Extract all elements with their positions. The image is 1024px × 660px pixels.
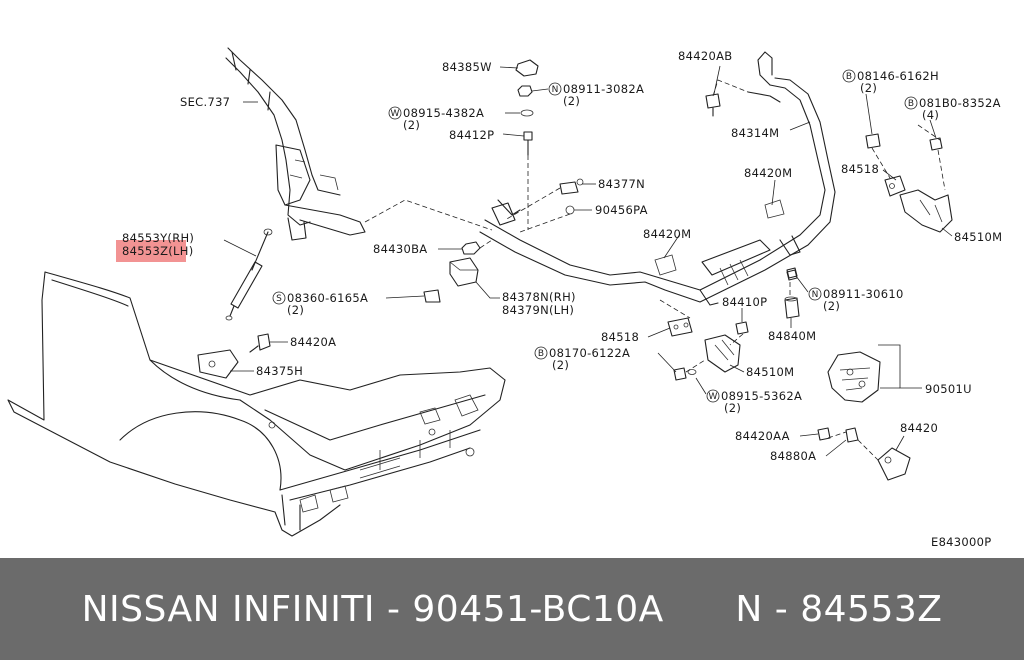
label-qty: (2)	[860, 81, 877, 95]
label-qty: (2)	[724, 401, 741, 415]
symbol-b: B	[846, 72, 852, 82]
label-84314M: 84314M	[731, 126, 779, 140]
label-84510M: 84510M	[954, 230, 1002, 244]
label-08360-6165A: 08360-6165A	[287, 291, 368, 305]
symbol-b: B	[908, 99, 914, 109]
label-qty: (2)	[552, 358, 569, 372]
part-labels: 84385W 08911-3082A (2) 08915-4382A (2) 8…	[122, 49, 1002, 549]
symbol-w: W	[709, 392, 718, 402]
label-08146-6162H: 08146-6162H	[857, 69, 939, 83]
label-84379N: 84379N(LH)	[502, 303, 574, 317]
highlight-box	[116, 240, 186, 262]
hinge-bracket-right	[884, 175, 953, 233]
hinge-bracket-center	[667, 317, 741, 373]
label-84420M: 84420M	[643, 227, 691, 241]
label-84412P: 84412P	[449, 128, 494, 142]
label-84375H: 84375H	[256, 364, 303, 378]
label-qty: (2)	[287, 303, 304, 317]
label-84420: 84420	[900, 421, 938, 435]
label-84420AB: 84420AB	[678, 49, 732, 63]
bracket-84375H	[197, 349, 239, 379]
label-84518: 84518	[601, 330, 639, 344]
part-number-caption: NISSAN INFINITI - 90451-BC10A N - 84553Z	[81, 588, 943, 630]
label-84553Z: 84553Z(LH)	[122, 244, 194, 258]
dashed-lines	[364, 79, 946, 461]
trunk-lock	[827, 351, 881, 403]
trunk-hinge-arm	[479, 51, 836, 306]
label-84518: 84518	[841, 162, 879, 176]
label-84553Y: 84553Y(RH)	[122, 231, 194, 245]
diagram-reference: E843000P	[931, 535, 992, 549]
label-081B0-8352A: 081B0-8352A	[919, 96, 1001, 110]
symbol-s: S	[276, 294, 282, 304]
label-qty: (4)	[922, 108, 939, 122]
label-84420A: 84420A	[290, 335, 336, 349]
label-84840M: 84840M	[768, 329, 816, 343]
gas-strut	[223, 228, 273, 321]
label-08915-5362A: 08915-5362A	[721, 389, 802, 403]
rear-body-panel	[7, 271, 506, 537]
symbol-w: W	[391, 109, 400, 119]
label-84410P: 84410P	[722, 295, 767, 309]
label-84510M: 84510M	[746, 365, 794, 379]
label-84378N: 84378N(RH)	[502, 290, 576, 304]
label-qty: (2)	[403, 118, 420, 132]
circled-symbols: N W S B B N B W	[272, 69, 918, 403]
label-90501U: 90501U	[925, 382, 972, 396]
label-84420AA: 84420AA	[735, 429, 790, 443]
label-84385W: 84385W	[442, 60, 492, 74]
rubber-bumper	[449, 257, 479, 287]
label-08915-4382A: 08915-4382A	[403, 106, 484, 120]
leader-lines	[230, 65, 953, 457]
striker	[845, 427, 911, 481]
symbol-b: B	[538, 349, 544, 359]
rear-pillar	[225, 47, 366, 241]
label-90456PA: 90456PA	[595, 203, 648, 217]
footer-banner: NISSAN INFINITI - 90451-BC10A N - 84553Z	[0, 558, 1024, 660]
symbol-n: N	[552, 85, 559, 95]
label-84377N: 84377N	[598, 177, 645, 191]
label-84420M: 84420M	[744, 166, 792, 180]
label-08170-6122A: 08170-6122A	[549, 346, 630, 360]
fasteners	[249, 59, 943, 441]
label-qty: (2)	[563, 94, 580, 108]
parts-diagram: N W S B B N B W 84385W 08911-3082A (2) 0…	[7, 47, 1003, 549]
label-84880A: 84880A	[770, 449, 816, 463]
label-08911-3082A: 08911-3082A	[563, 82, 644, 96]
label-sec737: SEC.737	[180, 95, 230, 109]
label-qty: (2)	[823, 299, 840, 313]
symbol-n: N	[812, 290, 819, 300]
label-08911-30610: 08911-30610	[823, 287, 904, 301]
label-84430BA: 84430BA	[373, 242, 427, 256]
